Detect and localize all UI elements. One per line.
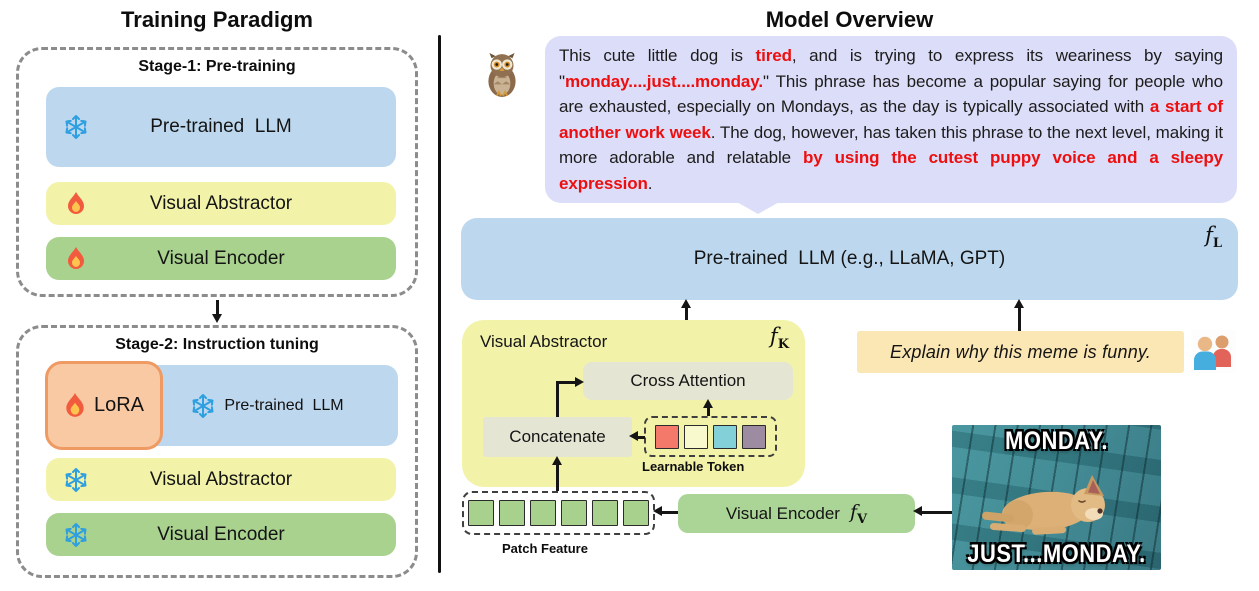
patch-feature-square bbox=[561, 500, 587, 526]
f-V-symbol: fV bbox=[849, 500, 868, 527]
training-paradigm-title: Training Paradigm bbox=[121, 7, 313, 32]
bubble-highlight-text: monday....just....monday. bbox=[564, 71, 764, 91]
visual-abstractor-module: Visual Abstractor fK bbox=[462, 320, 805, 487]
patch-feature-square bbox=[592, 500, 618, 526]
stage-transition-arrow-head bbox=[212, 314, 222, 323]
bubble-highlight-text: a start of another work week bbox=[559, 97, 1223, 142]
learnable-token-label: Learnable Token bbox=[642, 459, 745, 474]
meme-to-encoder-arrow-head bbox=[913, 506, 922, 516]
stage-transition-arrow-line bbox=[216, 300, 219, 316]
learnable-token-square bbox=[655, 424, 679, 449]
stage2-llm-label: Pre-trained LLM bbox=[224, 396, 344, 414]
bubble-text: . The dog, however, has taken this phras… bbox=[559, 122, 1223, 168]
meme-image: MONDAY. JUST...MONDAY. bbox=[952, 425, 1161, 570]
stage2-visual-encoder-box: Visual Encoder bbox=[46, 513, 396, 556]
concat-to-cross-arrow-hline bbox=[556, 381, 577, 384]
patch-feature-label: Patch Feature bbox=[502, 541, 588, 556]
patch-to-concat-arrow-line bbox=[556, 463, 559, 491]
bubble-highlight-text: by using the cutest puppy voice and a sl… bbox=[559, 148, 1223, 193]
stage2-encoder-label: Visual Encoder bbox=[157, 523, 285, 545]
stage2-container: Stage-2: Instruction tuning Pre-trained … bbox=[16, 325, 418, 578]
bubble-text: , and is trying to express its weariness… bbox=[559, 46, 1223, 91]
snowflake-icon bbox=[64, 467, 88, 493]
owl-icon bbox=[481, 52, 523, 103]
bubble-tail bbox=[735, 201, 781, 214]
stage2-pretrained-llm-box: Pre-trained LLM bbox=[137, 365, 398, 446]
bubble-text: This cute little dog is bbox=[559, 46, 756, 65]
lora-label: LoRA bbox=[93, 394, 145, 416]
question-box: Explain why this meme is funny. bbox=[857, 331, 1184, 373]
visual-abstractor-module-label: Visual Abstractor bbox=[480, 332, 608, 351]
pretrained-llm-box: Pre-trained LLM (e.g., LLaMA, GPT) fL bbox=[461, 218, 1238, 300]
meme-top-text: MONDAY. bbox=[1005, 426, 1108, 455]
question-to-llm-arrow-head bbox=[1014, 299, 1024, 308]
stage1-title: Stage-1: Pre-training bbox=[138, 58, 296, 75]
stage1-abstractor-label: Visual Abstractor bbox=[149, 192, 293, 214]
encoder-to-patch-arrow-head bbox=[653, 506, 662, 516]
learnable-token-group bbox=[644, 416, 777, 457]
stage1-pretrained-llm-box: Pre-trained LLM bbox=[46, 87, 396, 167]
learnable-token-square bbox=[684, 424, 708, 449]
patch-feature-square bbox=[623, 500, 649, 526]
abstractor-to-llm-arrow-head bbox=[681, 299, 691, 308]
fire-icon bbox=[64, 246, 88, 272]
encoder-to-patch-arrow-line bbox=[661, 511, 678, 514]
meme-bottom-text: JUST...MONDAY. bbox=[967, 539, 1146, 568]
patch-to-concat-arrow-head bbox=[552, 456, 562, 465]
concat-to-cross-arrow-vline bbox=[556, 381, 559, 417]
users-icon bbox=[1191, 330, 1236, 378]
stage1-visual-abstractor-box: Visual Abstractor bbox=[46, 182, 396, 225]
stage2-title: Stage-2: Instruction tuning bbox=[115, 336, 319, 353]
stage1-llm-label: Pre-trained LLM bbox=[150, 116, 292, 137]
stage2-abstractor-label: Visual Abstractor bbox=[149, 468, 293, 490]
meme-to-encoder-arrow-line bbox=[921, 511, 952, 514]
token-to-cross-arrow-line bbox=[707, 405, 710, 416]
f-K-symbol: fK bbox=[769, 324, 789, 353]
stage1-visual-encoder-box: Visual Encoder bbox=[46, 237, 396, 280]
learnable-token-square bbox=[713, 424, 737, 449]
cross-attention-box: Cross Attention bbox=[583, 362, 793, 400]
bubble-text: . bbox=[647, 173, 653, 193]
stage1-encoder-label: Visual Encoder bbox=[157, 247, 285, 269]
concat-to-cross-arrow-head bbox=[575, 377, 584, 387]
learnable-token-square bbox=[742, 424, 766, 449]
patch-feature-square bbox=[468, 500, 494, 526]
fire-icon bbox=[64, 392, 86, 419]
lora-box: LoRA bbox=[45, 361, 163, 450]
visual-encoder-box: Visual Encoder fV bbox=[678, 494, 915, 533]
concatenate-box: Concatenate bbox=[483, 417, 632, 457]
stage2-visual-abstractor-box: Visual Abstractor bbox=[46, 458, 396, 501]
bubble-highlight-text: tired bbox=[755, 46, 792, 65]
panel-divider bbox=[438, 35, 441, 573]
stage1-container: Stage-1: Pre-training Pre-trained LLM Vi… bbox=[16, 47, 418, 297]
snowflake-icon bbox=[64, 114, 88, 140]
question-to-llm-arrow-line bbox=[1018, 306, 1021, 332]
visual-encoder-label: Visual Encoder bbox=[725, 503, 840, 523]
token-to-cross-arrow-head bbox=[703, 399, 713, 408]
snowflake-icon bbox=[64, 522, 88, 548]
snowflake-icon bbox=[191, 393, 215, 419]
patch-feature-group bbox=[462, 491, 655, 535]
bubble-text: " This phrase has become a popular sayin… bbox=[559, 71, 1223, 117]
pretrained-llm-label: Pre-trained LLM (e.g., LLaMA, GPT) bbox=[693, 248, 1006, 269]
model-response-bubble: This cute little dog is tired, and is tr… bbox=[545, 36, 1237, 203]
fire-icon bbox=[64, 191, 88, 217]
sleeping-dog-illustration bbox=[980, 467, 1130, 544]
patch-feature-square bbox=[530, 500, 556, 526]
model-overview-title: Model Overview bbox=[765, 7, 934, 32]
token-to-concat-arrow-line bbox=[637, 436, 645, 439]
token-to-concat-arrow-head bbox=[629, 431, 638, 441]
patch-feature-square bbox=[499, 500, 525, 526]
f-L-symbol: fL bbox=[1205, 223, 1222, 252]
